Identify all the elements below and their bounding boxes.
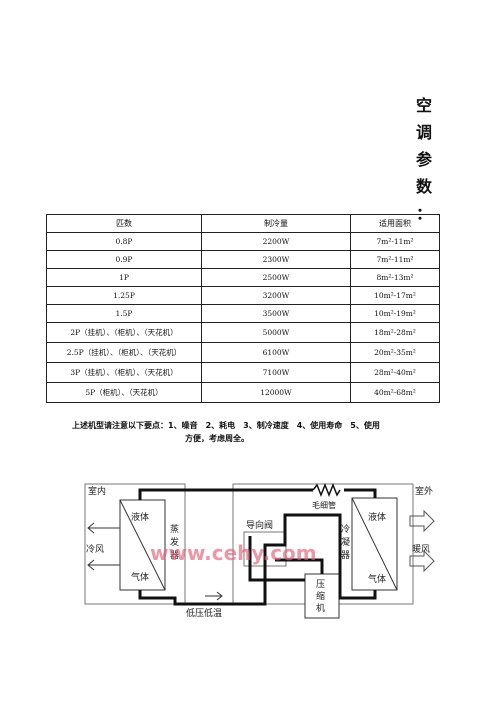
cell-area: 40m²-68m² [350, 382, 440, 403]
compressor-label-2: 缩 [316, 590, 325, 602]
evaporator-label-2: 发 [170, 536, 179, 548]
title-char: 参 [415, 150, 432, 169]
cell-capacity: 2200W [201, 232, 351, 251]
note-line-2: 方便，考虑周全。 [185, 434, 249, 443]
cell-area: 8m²-13m² [350, 268, 440, 287]
evaporator-gas-label: 气体 [131, 571, 149, 583]
cell-hp: 1.5P [46, 304, 202, 323]
watermark: www.cehy.com [150, 541, 317, 565]
condenser-gas-label: 气体 [368, 573, 386, 585]
indoor-label: 室内 [88, 485, 106, 497]
discharge-line [275, 558, 324, 574]
cold-air-label: 冷风 [86, 543, 104, 555]
page-title: 空 调 参 数 ： [410, 92, 438, 227]
cell-capacity: 6100W [201, 342, 351, 363]
cell-hp: 0.8P [46, 232, 202, 251]
cell-capacity: 2500W [201, 268, 351, 287]
evaporator-diagonal [119, 499, 166, 591]
title-char: 空 [415, 96, 432, 115]
refrigeration-cycle-diagram: 室内 室外 冷风 暖风 液体 气体 蒸 发 器 毛细管 导向阀 冷 凝 器 液体… [84, 482, 435, 619]
compressor-label-1: 压 [316, 579, 325, 590]
cold-air-arrow-2 [87, 559, 120, 571]
usage-note: 上述机型请注意以下要点：1、噪音 2、耗电 3、制冷速度 4、使用寿命 5、使用… [72, 419, 432, 445]
evaporator-liquid-label: 液体 [131, 511, 149, 523]
table-header-row: 匹数 制冷量 适用面积 [46, 214, 440, 233]
cell-area: 20m²-35m² [350, 342, 440, 363]
title-char: 数 [415, 177, 432, 196]
capillary-tube [312, 482, 341, 498]
header-area: 适用面积 [350, 214, 440, 233]
warm-air-arrow [409, 509, 435, 533]
capillary-label: 毛细管 [312, 500, 336, 510]
cold-air-arrow [87, 522, 120, 534]
cell-capacity: 12000W [201, 382, 351, 403]
suction-line [248, 536, 305, 582]
liquid-line [138, 488, 313, 500]
cell-hp: 5P（柜机）、（天花机） [46, 382, 202, 403]
header-cooling-capacity: 制冷量 [201, 214, 351, 233]
cell-capacity: 5000W [201, 322, 351, 343]
condenser-diagonal [351, 497, 398, 591]
flow-arrow [205, 591, 223, 601]
condenser-label-3: 器 [341, 550, 350, 561]
title-char: 调 [415, 123, 432, 142]
condenser-label-2: 凝 [341, 537, 350, 548]
cell-hp: 1.25P [46, 286, 202, 305]
note-line-1: 上述机型请注意以下要点：1、噪音 2、耗电 3、制冷速度 4、使用寿命 5、使用 [72, 421, 380, 430]
header-horsepower: 匹数 [46, 214, 202, 233]
cell-capacity: 7100W [201, 362, 351, 383]
indoor-unit-frame [84, 483, 186, 605]
valve-label: 导向阀 [246, 519, 273, 531]
condenser-liquid-label: 液体 [368, 511, 386, 523]
warm-air-arrow-2 [409, 549, 435, 573]
outdoor-label: 室外 [415, 485, 433, 497]
cell-hp: 2P（挂机）、（柜机）、（天花机） [46, 322, 202, 343]
condenser-inlet-line [344, 488, 377, 498]
warm-air-label: 暖风 [412, 543, 430, 555]
cell-hp: 0.9P [46, 250, 202, 269]
evaporator-label-3: 器 [170, 550, 179, 561]
compressor-label-3: 机 [316, 602, 325, 614]
cell-capacity: 3200W [201, 286, 351, 305]
gas-line [138, 513, 377, 606]
cell-area: 18m²-28m² [350, 322, 440, 343]
cell-area: 7m²-11m² [350, 232, 440, 251]
cell-hp: 3P（挂机）、（柜机）、（天花机） [46, 362, 202, 383]
cell-area: 7m²-11m² [350, 250, 440, 269]
cell-hp: 2.5P（挂机）、（柜机）、（天花机） [46, 342, 202, 363]
cell-area: 10m²-17m² [350, 286, 440, 305]
cell-capacity: 2300W [201, 250, 351, 269]
evaporator-label-1: 蒸 [170, 523, 179, 535]
cell-area: 10m²-19m² [350, 304, 440, 323]
low-pressure-label: 低压低温 [186, 607, 222, 619]
cell-hp: 1P [46, 268, 202, 287]
cell-area: 28m²-40m² [350, 362, 440, 383]
cell-capacity: 3500W [201, 304, 351, 323]
condenser-label-1: 冷 [341, 523, 350, 535]
